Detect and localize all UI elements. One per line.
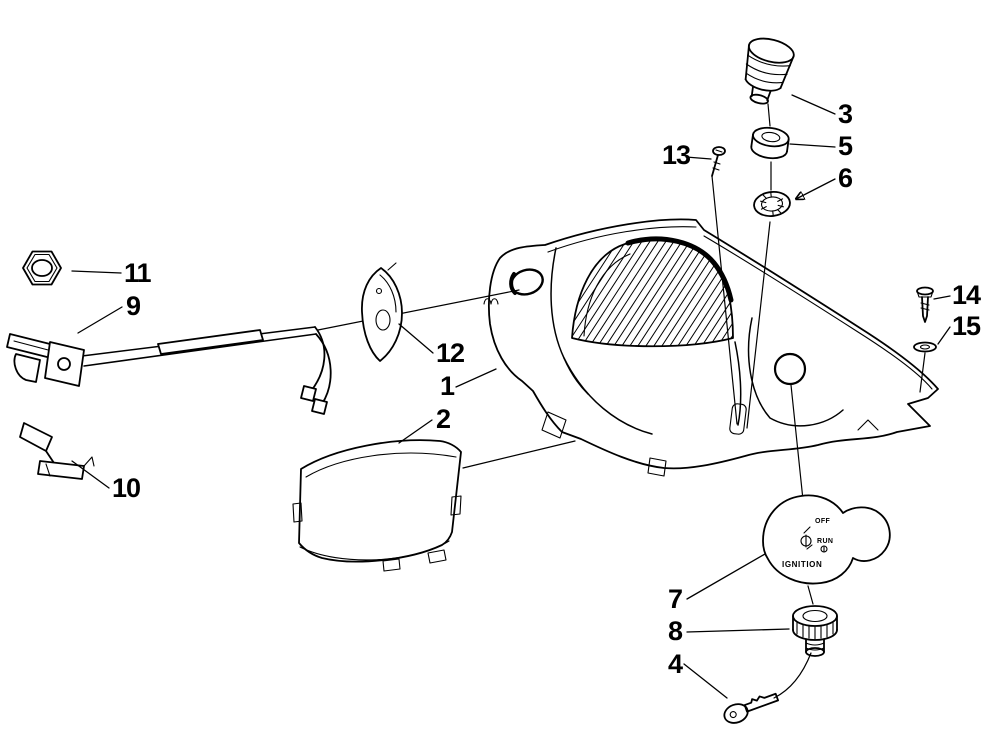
switch-ignition-label: IGNITION: [782, 560, 822, 569]
callout-8: 8: [668, 616, 683, 646]
callout-1: 1: [440, 371, 455, 401]
part-cable-assembly: [6, 326, 332, 415]
part-lock-washer: [753, 191, 791, 217]
part-washer: [913, 341, 937, 353]
part-hex-nut: [22, 250, 62, 286]
hatch-shading: [572, 238, 733, 347]
callout-9: 9: [126, 291, 141, 321]
part-bushing: [750, 126, 790, 160]
callout-11: 11: [124, 258, 152, 288]
part-mounting-plate: [361, 262, 403, 362]
callout-10: 10: [112, 473, 140, 503]
wire-clip-detail: [483, 298, 499, 305]
callout-14: 14: [952, 280, 981, 310]
leader-lines: [71, 94, 951, 699]
part-screw-14: [916, 286, 934, 323]
part-console-pad: [292, 439, 462, 572]
callout-12: 12: [436, 338, 464, 368]
callout-labels: 1 2 3 4 5 6 7 8 9 10 11 12 13 14 15: [112, 99, 982, 679]
part-screw-13: [711, 146, 726, 177]
switch-off-label: OFF: [815, 518, 831, 525]
callout-7: 7: [668, 584, 682, 614]
callout-5: 5: [838, 131, 853, 161]
part-ignition-switch-plate: OFF RUN IGNITION: [762, 494, 891, 585]
part-switch-nut: [792, 605, 838, 657]
callout-4: 4: [668, 649, 683, 679]
assembly-lines: [317, 103, 926, 699]
callout-15: 15: [952, 311, 981, 341]
part-console-body: [483, 218, 939, 477]
part-choke-knob: [744, 37, 795, 105]
callout-2: 2: [436, 404, 450, 434]
callout-6: 6: [838, 163, 853, 193]
part-key: [723, 692, 779, 724]
switch-run-label: RUN: [817, 538, 833, 545]
callout-13: 13: [662, 140, 691, 170]
part-lever: [19, 422, 95, 480]
callout-3: 3: [838, 99, 853, 129]
